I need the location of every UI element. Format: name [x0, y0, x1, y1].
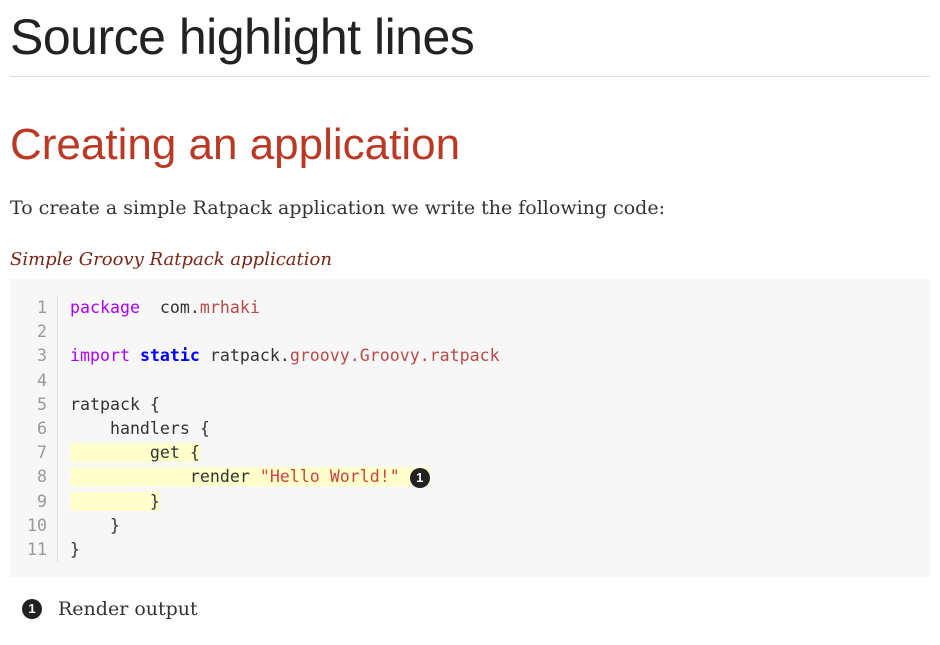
- code-text: ratpack {: [70, 394, 160, 414]
- line-number: 4: [10, 368, 58, 393]
- callout-marker: 1: [409, 467, 430, 488]
- line-number: 3: [10, 344, 58, 369]
- highlighted-code-line: 8 render "Hello World!" 1: [10, 465, 500, 490]
- highlighted-code-line: 7 get {: [10, 441, 500, 466]
- code-text: ratpack.: [199, 346, 290, 366]
- code-text: }: [70, 539, 80, 559]
- code-line: 2: [10, 320, 500, 345]
- code-text: }: [70, 491, 160, 511]
- line-number: 1: [10, 296, 58, 321]
- highlighted-code-line: 9 }: [10, 489, 500, 514]
- intro-paragraph: To create a simple Ratpack application w…: [10, 197, 665, 219]
- keyword: static: [139, 346, 200, 366]
- line-number: 7: [10, 441, 58, 466]
- code-text: com.: [149, 298, 200, 317]
- code-line: 3 import static ratpack.groovy.Groovy.rat…: [10, 344, 500, 369]
- line-number: 9: [10, 489, 58, 514]
- line-number: 5: [10, 392, 58, 417]
- code-text: render: [70, 467, 260, 487]
- line-number: 2: [10, 320, 58, 345]
- string-literal: "Hello World!": [259, 467, 400, 487]
- code-text: get {: [70, 443, 200, 463]
- code-line: 5 ratpack {: [10, 392, 500, 417]
- line-number: 10: [10, 513, 58, 538]
- namespace: groovy.Groovy.ratpack: [289, 346, 500, 366]
- code-line: 1 package com.mrhaki: [10, 296, 500, 321]
- code-line: 4: [10, 368, 500, 393]
- callout-text: Render output: [58, 598, 198, 620]
- code-text: handlers {: [70, 418, 210, 438]
- code-line: 11}: [10, 537, 500, 563]
- line-number: 11: [10, 537, 58, 563]
- namespace: mrhaki: [199, 298, 260, 317]
- keyword: package: [70, 298, 140, 317]
- line-number: 8: [10, 465, 58, 490]
- code-line: 6 handlers {: [10, 416, 500, 442]
- document-title: Source highlight lines: [10, 9, 475, 65]
- listing-title: Simple Groovy Ratpack application: [10, 249, 332, 270]
- keyword: import: [70, 346, 130, 366]
- code-line: 10 }: [10, 513, 500, 538]
- callout-list-item: 1 Render output: [22, 598, 198, 620]
- section-title: Creating an application: [10, 120, 461, 169]
- title-divider: [10, 76, 930, 77]
- code-text: }: [70, 515, 120, 535]
- code-block: 1 package com.mrhaki 2 3 import static rat…: [10, 279, 930, 577]
- line-number: 6: [10, 416, 58, 442]
- callout-number: 1: [22, 599, 42, 619]
